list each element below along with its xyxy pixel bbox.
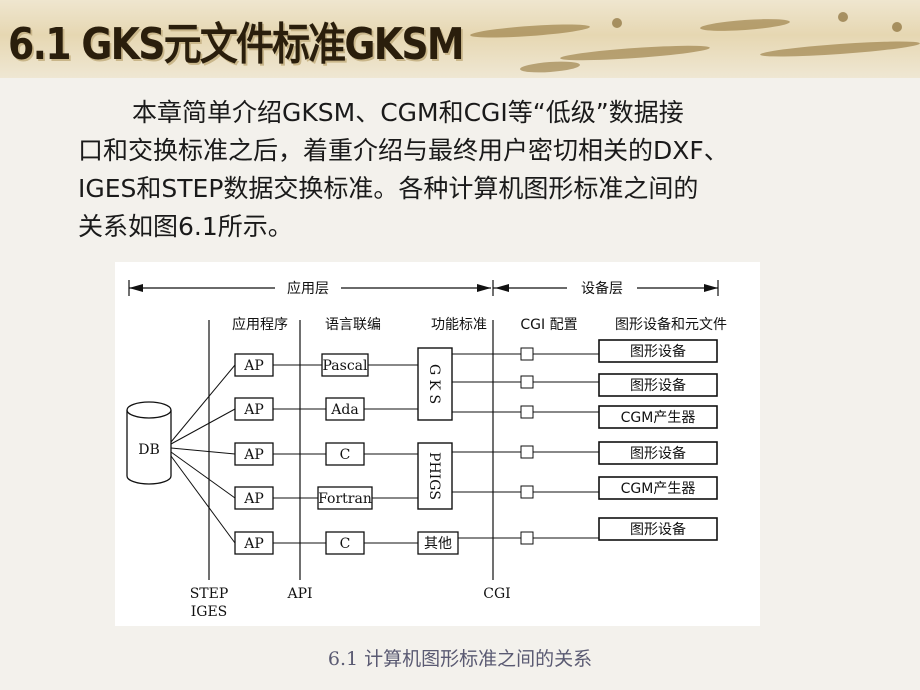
cgi-connections [452, 347, 599, 545]
ap-box: AP [234, 397, 274, 421]
gks-label: G K S [426, 364, 442, 404]
ap-label: AP [243, 358, 264, 374]
iges-label: IGES [191, 604, 228, 620]
device-label: 图形设备 [630, 445, 686, 462]
db-cylinder: DB [126, 401, 172, 485]
figure-caption: 6.1 计算机图形标准之间的关系 [327, 648, 593, 670]
binding-box-c: C [325, 531, 365, 555]
ap-label: AP [243, 491, 264, 507]
binding-box-ada: Ada [325, 397, 365, 421]
device-box: 图形设备 [598, 517, 718, 541]
intro-paragraph: 本章简单介绍GKSM、CGM和CGI等“低级”数据接 口和交换标准之后，着重介绍… [78, 94, 878, 246]
device-label: 图形设备 [630, 343, 686, 360]
paragraph-line: IGES和STEP数据交换标准。各种计算机图形标准之间的 [78, 174, 699, 203]
binding-box-c: C [325, 442, 365, 466]
device-box: CGM产生器 [598, 405, 718, 429]
api-label: API [286, 586, 312, 602]
header-cgi-config: CGI 配置 [520, 317, 577, 333]
paragraph-line: 关系如图6.1所示。 [78, 212, 293, 241]
paragraph-line: 本章简单介绍GKSM、CGM和CGI等“低级”数据接 [132, 98, 684, 127]
gks-box: G K S [417, 347, 453, 421]
device-layer-range: 设备层 [492, 280, 719, 297]
device-label: CGM产生器 [621, 481, 696, 497]
device-box: 图形设备 [598, 441, 718, 465]
slide-title: 6.1 GKS元文件标准GKSM [8, 19, 465, 70]
binding-label: Fortran [318, 491, 372, 507]
title-banner: 6.1 GKS元文件标准GKSM [0, 0, 920, 78]
other-label: 其他 [424, 536, 452, 552]
paragraph-line: 口和交换标准之后，着重介绍与最终用户密切相关的DXF、 [78, 136, 729, 165]
app-layer-range: 应用层 [128, 280, 491, 297]
ap-box: AP [234, 442, 274, 466]
ap-label: AP [243, 447, 264, 463]
ap-label: AP [243, 402, 264, 418]
standards-relationship-diagram: 应用层 设备层 应用程序 语言联编 功能标准 CGI 配置 图形设备和元文件 D… [115, 262, 760, 626]
header-graphic-devices: 图形设备和元文件 [615, 316, 727, 333]
device-label: CGM产生器 [621, 410, 696, 426]
device-layer-label: 设备层 [581, 280, 623, 297]
header-functional-standard: 功能标准 [431, 317, 487, 333]
binding-label: C [340, 536, 351, 552]
header-app-programs: 应用程序 [232, 316, 288, 333]
binding-box-fortran: Fortran [317, 486, 373, 510]
device-box: 图形设备 [598, 339, 718, 363]
step-label: STEP [190, 586, 229, 602]
ap-label: AP [243, 536, 264, 552]
binding-label: C [340, 447, 351, 463]
ap-box: AP [234, 353, 274, 377]
binding-label: Pascal [323, 358, 369, 374]
other-box: 其他 [417, 531, 459, 555]
device-label: 图形设备 [630, 521, 686, 538]
app-layer-label: 应用层 [287, 280, 329, 297]
header-language-binding: 语言联编 [325, 317, 381, 333]
device-box: 图形设备 [598, 373, 718, 397]
binding-label: Ada [330, 402, 358, 418]
ap-box: AP [234, 486, 274, 510]
db-label: DB [138, 442, 160, 458]
ap-box: AP [234, 531, 274, 555]
phigs-box: PHIGS [417, 442, 453, 510]
phigs-label: PHIGS [426, 452, 442, 500]
binding-box-pascal: Pascal [321, 353, 369, 377]
device-box: CGM产生器 [598, 476, 718, 500]
cgi-label: CGI [483, 586, 510, 602]
device-label: 图形设备 [630, 377, 686, 394]
